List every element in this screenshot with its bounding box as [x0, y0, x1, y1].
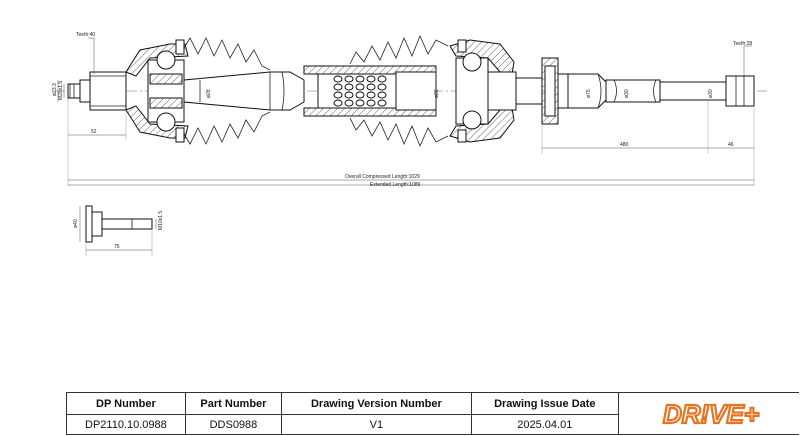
inner-tripod-joint: [303, 65, 437, 117]
dim-extended: Extended Length:1089: [370, 182, 421, 188]
value-dp-number: DP2110.10.0988: [67, 414, 186, 435]
dim-teeth-right: Teeth:28: [733, 41, 752, 47]
right-output-shaft: [515, 57, 755, 125]
roller-ball: [344, 91, 354, 99]
roller-ball: [355, 99, 365, 107]
dimension-lines: Teeth:40 ø23.3 M20x1.5 52 ø28 ø28 ø75 ø3…: [52, 32, 755, 188]
title-block: DP Number Part Number Drawing Version Nu…: [66, 392, 799, 435]
dim-bolt-len: 75: [114, 244, 120, 250]
roller-ball: [333, 91, 343, 99]
dim-bearing-dia: ø75: [586, 89, 592, 98]
roller-ball: [377, 99, 387, 107]
roller-ball: [333, 99, 343, 107]
roller-ball: [344, 99, 354, 107]
roller-ball: [333, 83, 343, 91]
roller-ball: [377, 91, 387, 99]
header-issue-date: Drawing Issue Date: [471, 393, 620, 415]
dim-teeth-left: Teeth:40: [76, 32, 95, 38]
dim-overall: Overall Compressed Length:1029: [345, 174, 420, 180]
value-part-number: DDS0988: [185, 414, 283, 435]
dim-shaft-dia-1: ø30: [624, 89, 630, 98]
inner-housing: [449, 39, 517, 143]
header-dp-number: DP Number: [67, 393, 186, 415]
roller-ball: [377, 75, 387, 83]
dim-mid-dia: ø28: [434, 89, 440, 98]
logo-text: DR!VE+: [663, 399, 759, 429]
bolt-detail: ø40 M10x1.5 75: [73, 205, 164, 256]
roller-ball: [355, 91, 365, 99]
dim-bolt-thread: M10x1.5: [158, 211, 164, 230]
dim-cv-left-dia: ø28: [206, 89, 212, 98]
dim-left-dia: ø23.3: [52, 83, 58, 96]
roller-ball: [366, 75, 376, 83]
value-issue-date: 2025.04.01: [471, 414, 620, 435]
header-version: Drawing Version Number: [281, 393, 472, 415]
dim-46: 46: [728, 142, 734, 148]
drive-logo: DR!VE+: [662, 398, 760, 430]
roller-ball: [355, 83, 365, 91]
roller-ball: [366, 99, 376, 107]
roller-ball: [377, 83, 387, 91]
dim-shaft-dia-2: ø30: [708, 89, 714, 98]
drive-shaft-drawing: Teeth:40 ø23.3 M20x1.5 52 ø28 ø28 ø75 ø3…: [52, 32, 768, 256]
dim-480: 480: [620, 142, 629, 148]
roller-ball: [355, 75, 365, 83]
inner-boot: [349, 34, 449, 148]
dim-bolt-dia: ø40: [73, 219, 79, 228]
roller-ball: [344, 83, 354, 91]
left-stub-shaft: [67, 71, 127, 111]
dim-52: 52: [91, 129, 97, 135]
outer-boot: [183, 37, 271, 145]
dim-left-thread: M20x1.5: [58, 81, 64, 100]
roller-ball: [344, 75, 354, 83]
roller-ball: [333, 75, 343, 83]
outer-cv-joint: [125, 39, 189, 143]
roller-ball: [366, 83, 376, 91]
intermediate-shaft: [183, 71, 305, 111]
header-part-number: Part Number: [185, 393, 283, 415]
value-version: V1: [281, 414, 472, 435]
roller-ball: [366, 91, 376, 99]
